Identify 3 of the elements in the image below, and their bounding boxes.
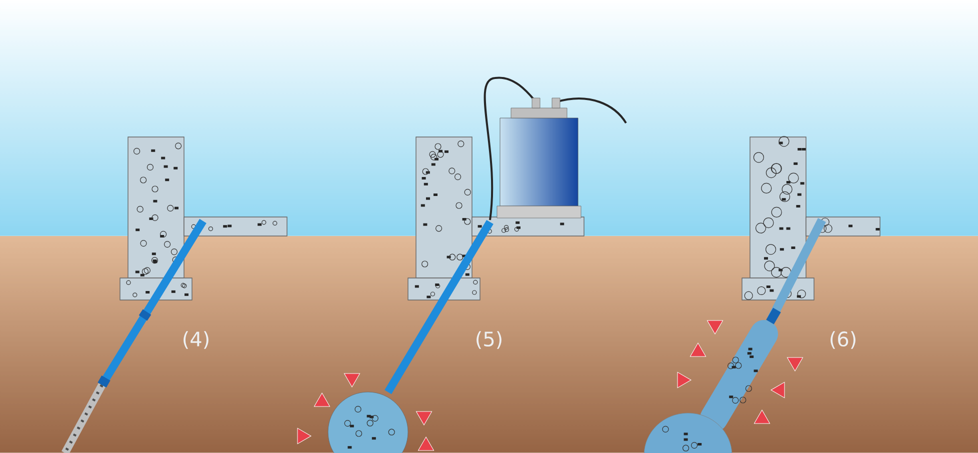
step-number: (6) bbox=[830, 331, 856, 349]
step-number: (5) bbox=[476, 331, 502, 349]
step-number: (4) bbox=[184, 331, 208, 349]
